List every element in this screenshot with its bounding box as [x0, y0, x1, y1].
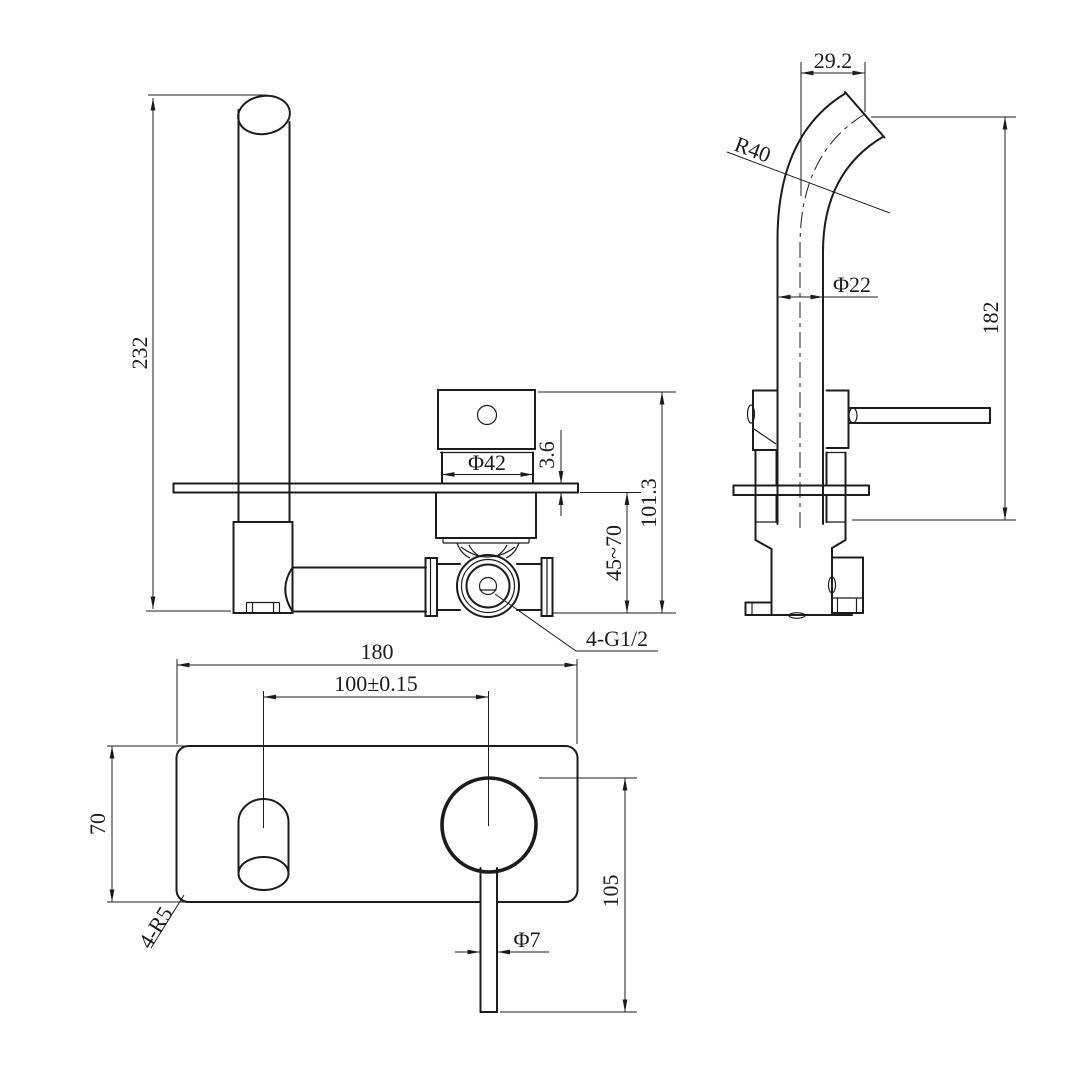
spout-tube-front: [237, 94, 291, 523]
wall-plate-face: [175, 745, 579, 903]
dim-spout-height: 182: [978, 302, 1003, 335]
dim-trim-cap-diameter: Φ42: [468, 450, 506, 475]
dim-handle-rod-diameter: Φ7: [513, 927, 540, 952]
cartridge-housing: [435, 389, 537, 559]
spout-tube-side: [776, 91, 886, 528]
wall-plate-front: [172, 482, 579, 494]
dim-centre-distance: 100±0.15: [334, 671, 418, 696]
dim-spout-bend-radius: R40: [731, 131, 774, 167]
dim-plate-height: 70: [85, 813, 110, 835]
dim-handle-length: 105: [598, 875, 623, 908]
inlet-pipe: [284, 566, 427, 613]
front-dimensions: 232 Φ42 3.6 45~70 101.3 4-G1/2: [127, 94, 676, 652]
plan-view: 180 100±0.15 70 105 Φ7 4-R5: [85, 639, 637, 1013]
valve-body-side: [744, 389, 991, 619]
spout-outlet-plan: [237, 798, 290, 891]
dim-plate-thickness: 3.6: [534, 441, 559, 469]
side-view: 29.2 R40 Φ22 182: [726, 48, 1016, 619]
dim-thread-callout: 4-G1/2: [586, 626, 648, 651]
dim-spout-tip-offset: 29.2: [814, 48, 853, 73]
front-view: 232 Φ42 3.6 45~70 101.3 4-G1/2: [127, 94, 676, 652]
valve-body-front: [424, 554, 554, 618]
dim-spout-diameter: Φ22: [833, 272, 871, 297]
dim-valve-height: 101.3: [636, 478, 661, 528]
dim-plate-width: 180: [361, 639, 394, 664]
spout-mounting-block: [232, 521, 294, 614]
dim-wall-depth-range: 45~70: [601, 525, 626, 581]
dim-overall-height: 232: [127, 337, 152, 370]
dim-corner-radius: 4-R5: [133, 902, 178, 953]
plan-dimensions: 180 100±0.15 70 105 Φ7 4-R5: [85, 639, 637, 1013]
wall-plate-side: [732, 484, 870, 496]
